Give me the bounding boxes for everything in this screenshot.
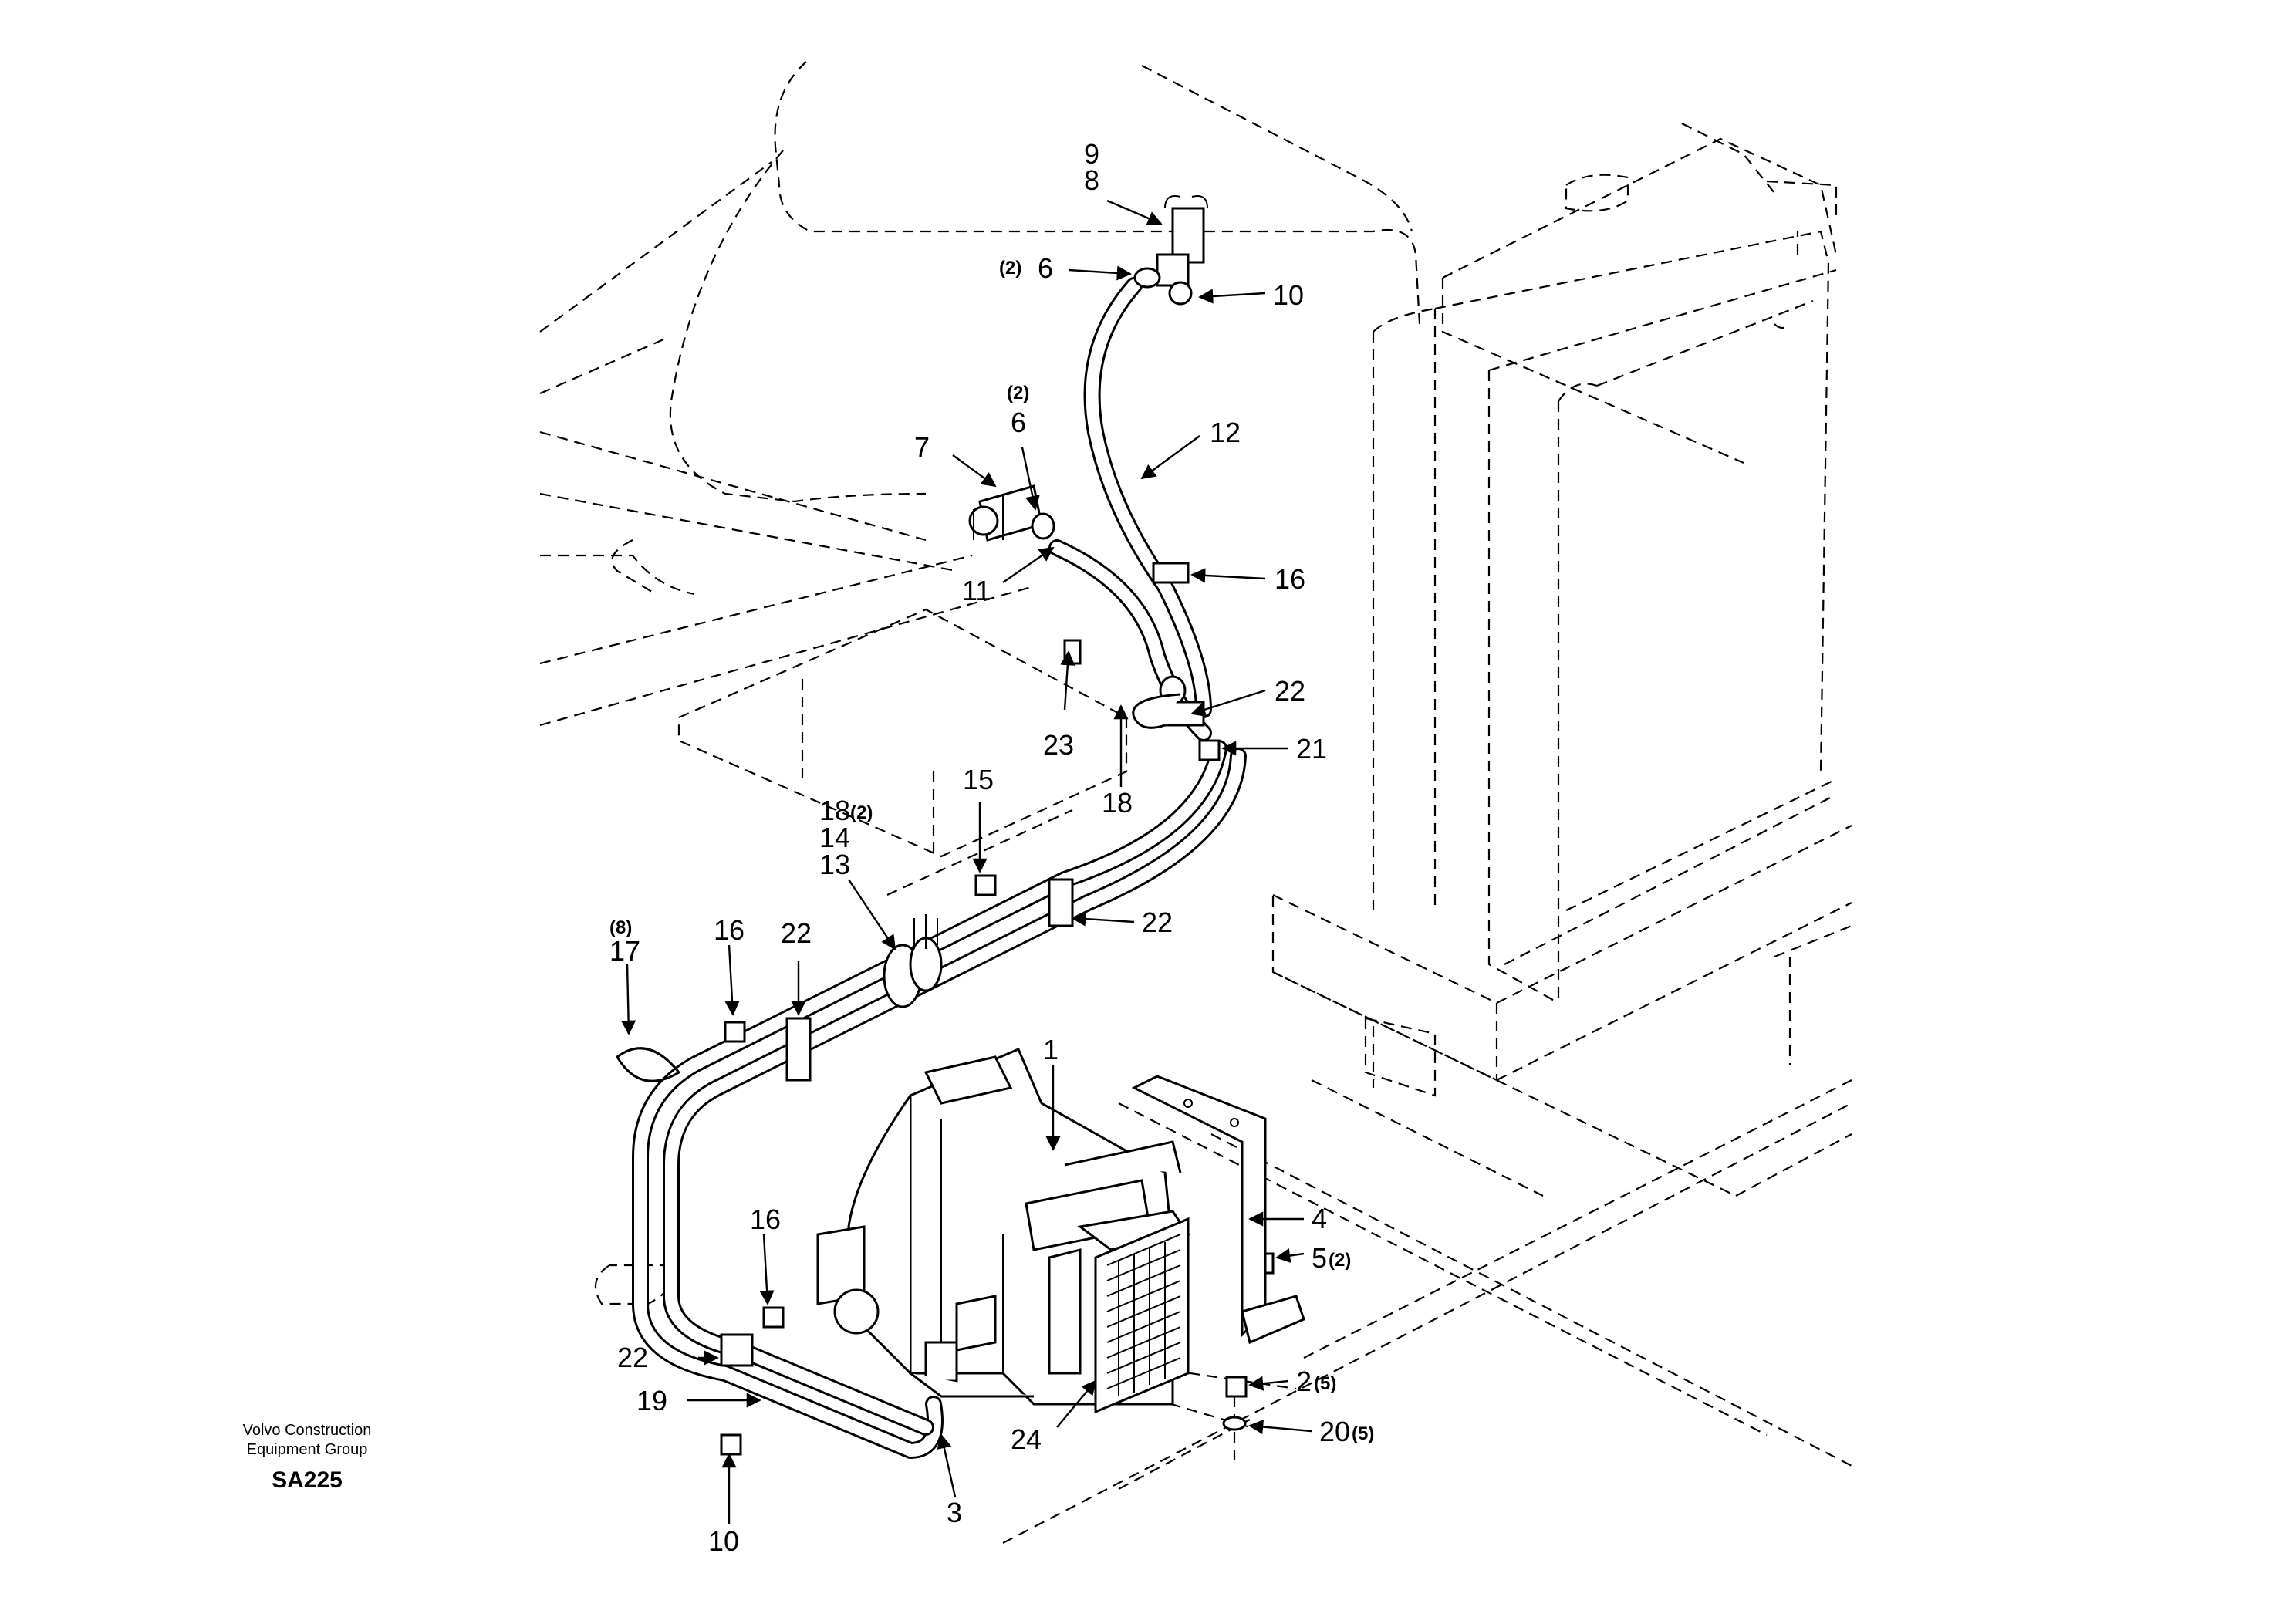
- callout-6b-qty: (2): [1007, 383, 1029, 403]
- callout-19: 19: [636, 1385, 667, 1416]
- callout-1: 1: [1043, 1034, 1059, 1065]
- cable-tie-17: [616, 1047, 681, 1082]
- callout-15: 15: [963, 764, 994, 795]
- callout-21: 21: [1296, 733, 1327, 765]
- callout-20-qty: (5): [1352, 1423, 1374, 1444]
- callout-22d: 22: [617, 1342, 648, 1373]
- callout-22a: 22: [1275, 675, 1305, 707]
- credit-block: Volvo Construction Equipment Group SA225: [243, 1422, 372, 1493]
- callout-10a: 10: [1273, 279, 1304, 311]
- callout-18a: 18: [1102, 787, 1133, 819]
- callout-18b: 18: [819, 795, 850, 826]
- leader-lines: [621, 199, 1312, 1524]
- figure-code: SA225: [272, 1467, 343, 1493]
- callout-3: 3: [947, 1497, 962, 1528]
- callout-10b: 10: [708, 1525, 739, 1557]
- grommet-13: [883, 914, 943, 1008]
- callout-5-qty: (2): [1329, 1250, 1351, 1271]
- callout-17: 17: [609, 935, 640, 967]
- callout-labels: 9 8 (2) 6 10 (2) 6 7 12 11 16 22 23 21 1…: [609, 138, 1374, 1557]
- callout-12: 12: [1210, 417, 1241, 448]
- mounting-bracket-4: [1131, 1075, 1305, 1345]
- callout-9: 9: [1084, 138, 1099, 170]
- callout-13: 13: [819, 849, 850, 880]
- water-valve-top: [1156, 195, 1208, 306]
- callout-16c: 16: [750, 1204, 781, 1235]
- credit-line-1: Volvo Construction: [243, 1422, 372, 1439]
- callout-16b: 16: [714, 914, 745, 946]
- callout-16a: 16: [1275, 563, 1305, 595]
- callout-24: 24: [1011, 1423, 1042, 1455]
- credit-line-2: Equipment Group: [247, 1441, 368, 1458]
- callout-18b-qty: (2): [850, 802, 873, 823]
- callout-11: 11: [962, 575, 991, 606]
- callout-4: 4: [1312, 1203, 1327, 1234]
- callout-5: 5: [1312, 1242, 1327, 1274]
- callout-14: 14: [819, 822, 850, 853]
- recirculation-filter-24: [1094, 1217, 1190, 1414]
- callout-2-qty: (5): [1314, 1373, 1336, 1394]
- callout-17-qty: (8): [609, 917, 632, 938]
- callout-20: 20: [1319, 1416, 1350, 1447]
- water-valve-mid: [968, 484, 1043, 542]
- callout-22c: 22: [781, 917, 812, 949]
- callout-7: 7: [914, 431, 930, 463]
- callout-6a: 6: [1038, 252, 1053, 284]
- callout-6a-qty: (2): [999, 258, 1021, 279]
- callout-23: 23: [1043, 729, 1074, 761]
- callout-22b: 22: [1142, 907, 1173, 938]
- callout-2: 2: [1296, 1366, 1312, 1397]
- callout-8: 8: [1084, 164, 1099, 196]
- callout-6b: 6: [1011, 407, 1026, 438]
